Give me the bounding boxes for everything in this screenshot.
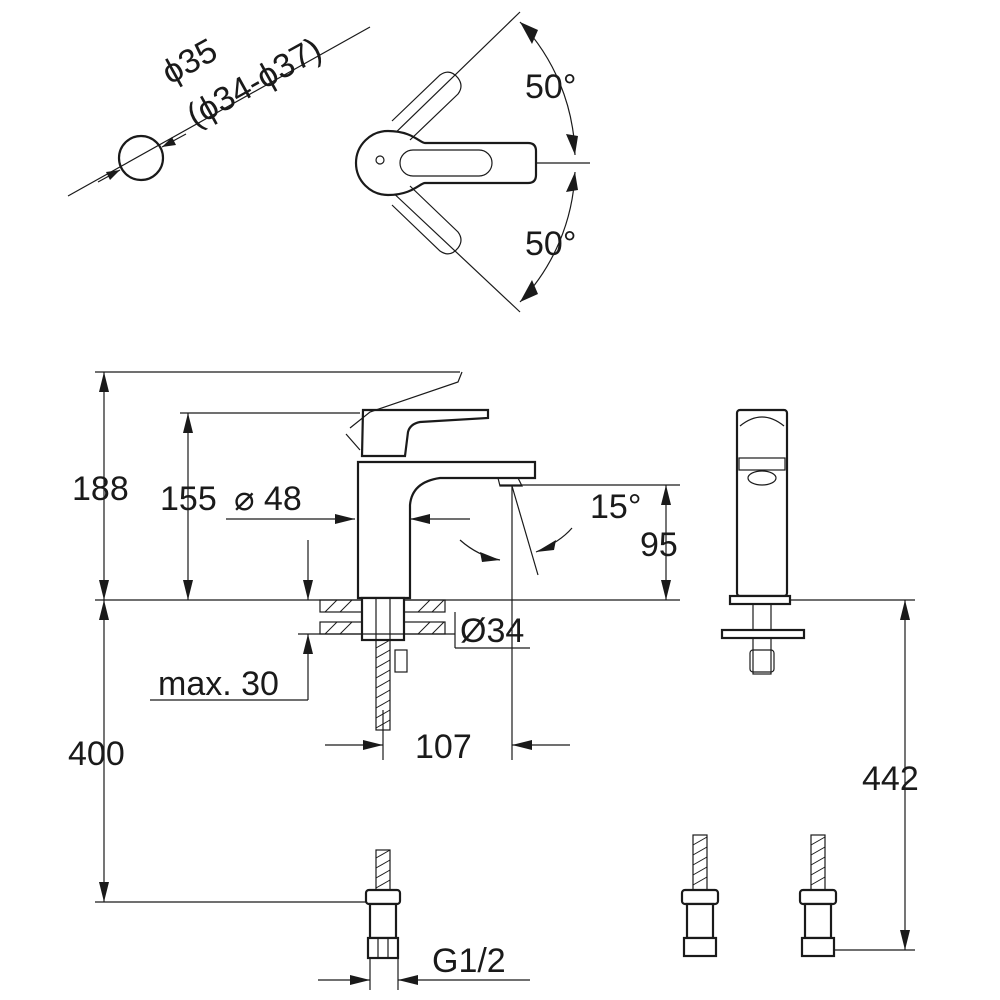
hose-length-right-label: 442: [862, 760, 919, 798]
lever-plan-view: 50° 50°: [354, 11, 590, 313]
hole-diameter-view: ϕ35 (ϕ34-ϕ37): [67, 26, 371, 197]
projection-label: 107: [415, 728, 472, 766]
height-total-label: 188: [72, 470, 129, 508]
thread-label: G1/2: [432, 942, 506, 980]
base-diameter-label: Ø34: [460, 612, 524, 650]
angle-up-label: 50°: [525, 68, 576, 106]
faucet-front-view: 188 155 ⌀ 48 15° 95: [68, 371, 680, 990]
spout-clearance-label: 95: [640, 526, 678, 564]
angle-down-label: 50°: [525, 225, 576, 263]
hose-length-label: 400: [68, 735, 125, 773]
spray-angle-label: 15°: [590, 488, 641, 526]
height-spout-label: 155: [160, 480, 217, 518]
faucet-side-view: 442: [680, 408, 919, 958]
max-thickness-label: max. 30: [158, 665, 279, 703]
body-diameter-label: ⌀ 48: [234, 480, 302, 518]
